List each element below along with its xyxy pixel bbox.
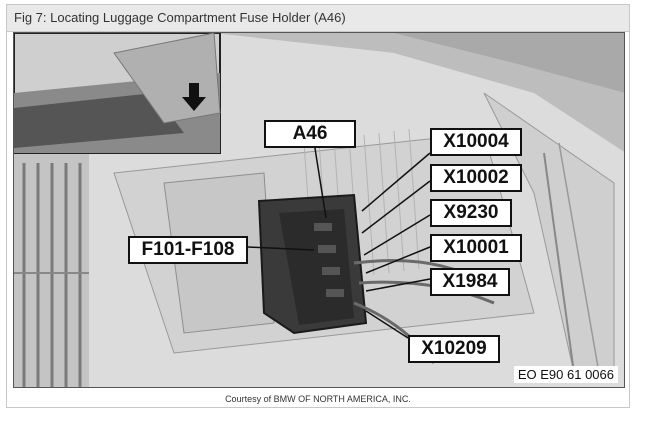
callout-x10209: X10209 — [408, 335, 500, 363]
callout-f101-f108: F101-F108 — [128, 236, 248, 264]
callout-x10002: X10002 — [430, 164, 522, 192]
figure-title: Fig 7: Locating Luggage Compartment Fuse… — [14, 10, 346, 25]
callout-a46: A46 — [264, 120, 356, 148]
figure-frame: Fig 7: Locating Luggage Compartment Fuse… — [6, 4, 630, 408]
figure-header: Fig 7: Locating Luggage Compartment Fuse… — [7, 5, 629, 32]
diagram-drawing — [14, 33, 624, 387]
drawing-code: EO E90 61 0066 — [513, 366, 618, 383]
callout-x10001: X10001 — [430, 234, 522, 262]
callout-x9230: X9230 — [430, 199, 512, 227]
diagram-illustration: A46 X10004 X10002 X9230 X10001 X1984 F10… — [13, 32, 625, 388]
callout-x10004: X10004 — [430, 128, 522, 156]
figure-credit: Courtesy of BMW OF NORTH AMERICA, INC. — [225, 394, 411, 404]
callout-x1984: X1984 — [430, 268, 510, 296]
